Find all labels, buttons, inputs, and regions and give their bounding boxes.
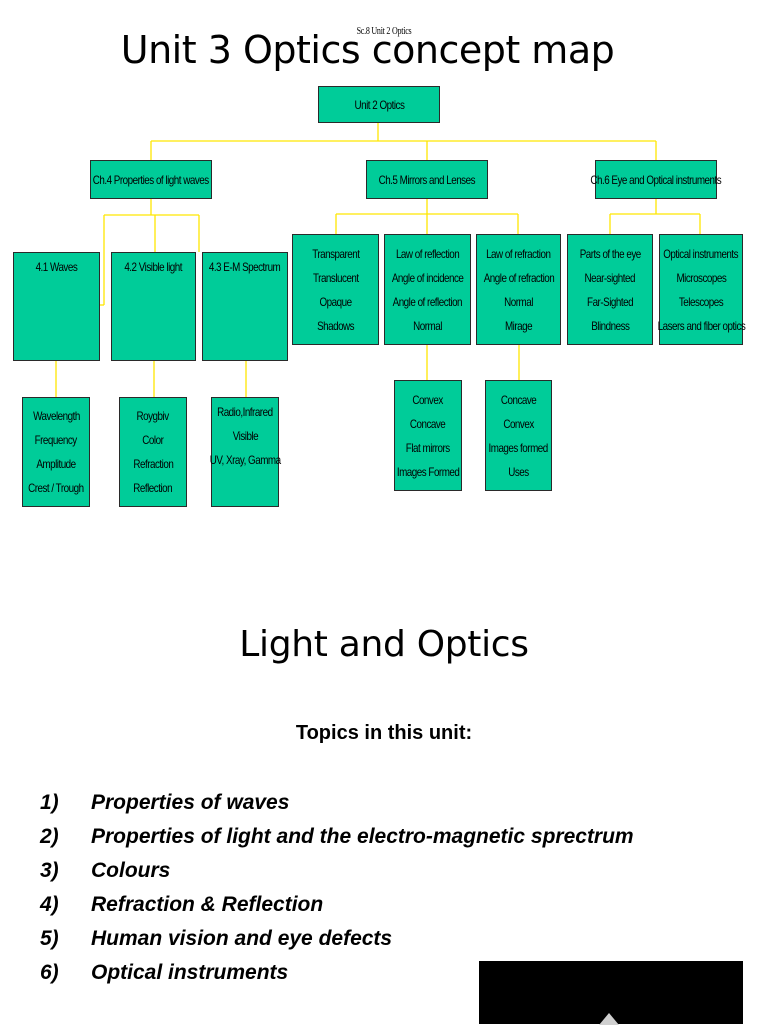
node-line: Images Formed bbox=[396, 464, 460, 479]
topics-heading: Topics in this unit: bbox=[295, 722, 473, 744]
node-line: Angle of reflection bbox=[392, 294, 463, 309]
node-line: Convex bbox=[503, 416, 534, 431]
node-ch5-mirrors-and-lenses: Ch.5 Mirrors and Lenses bbox=[366, 160, 488, 199]
node-line: Telescopes bbox=[678, 294, 724, 309]
node-line: Uses bbox=[508, 464, 529, 479]
topic-text: Optical instruments bbox=[91, 961, 289, 984]
node-line: Optical instruments bbox=[663, 246, 739, 261]
node-unit-optics: Unit 2 Optics bbox=[318, 86, 440, 123]
node-line: Transparent bbox=[311, 246, 360, 261]
node-line: Wavelength bbox=[32, 409, 80, 423]
node-line: Crest / Trough bbox=[28, 481, 84, 495]
node-line: Amplitude bbox=[36, 457, 76, 471]
topic-text: Properties of waves bbox=[91, 791, 290, 814]
node-line: Far-Sighted bbox=[586, 294, 634, 309]
node-line: Law of refraction bbox=[486, 246, 551, 261]
topic-item: 4) Refraction & Reflection bbox=[40, 890, 634, 924]
node-line: Concave bbox=[500, 392, 537, 407]
node-em-spectrum: 4.3 E-M Spectrum bbox=[202, 252, 288, 361]
topics-list: 1) Properties of waves 2) Properties of li… bbox=[40, 788, 634, 992]
topic-text: Colours bbox=[91, 859, 171, 882]
topic-number: 4) bbox=[40, 893, 59, 916]
topic-item: 1) Properties of waves bbox=[40, 788, 634, 822]
node-visible-light: 4.2 Visible light bbox=[111, 252, 196, 361]
node-line: Near-sighted bbox=[584, 270, 636, 285]
node-line: Mirage bbox=[504, 318, 533, 333]
topic-item: 6) Optical instruments bbox=[40, 958, 634, 992]
node-line: Visible bbox=[232, 429, 258, 443]
node-line: Flat mirrors bbox=[406, 440, 450, 455]
topic-number: 6) bbox=[40, 961, 59, 984]
slide-caption: Sc.8 Unit 2 Optics bbox=[356, 26, 412, 37]
node-line: Opaque bbox=[319, 294, 352, 309]
topic-text: Refraction & Reflection bbox=[91, 893, 324, 916]
node-waves: 4.1 Waves bbox=[13, 252, 100, 361]
node-line: Images formed bbox=[488, 440, 549, 455]
node-line: Ch.5 Mirrors and Lenses bbox=[378, 172, 476, 187]
node-line: Normal bbox=[504, 294, 533, 309]
topic-text: Human vision and eye defects bbox=[91, 927, 393, 950]
section-title: Light and Optics bbox=[239, 624, 529, 665]
node-line: UV, Xray, Gamma bbox=[209, 453, 281, 467]
node-line: 4.1 Waves bbox=[35, 260, 78, 274]
node-line: Ch.6 Eye and Optical instruments bbox=[590, 172, 722, 187]
node-ch4-properties-of-light-waves: Ch.4 Properties of light waves bbox=[90, 160, 212, 199]
node-line: Convex bbox=[412, 392, 444, 407]
node-line: Microscopes bbox=[676, 270, 726, 285]
node-line: Angle of incidence bbox=[391, 270, 464, 285]
node-line: Radio,Infrared bbox=[217, 405, 273, 419]
concept-map-connectors bbox=[55, 123, 701, 397]
topic-number: 5) bbox=[40, 927, 59, 950]
node-line: Blindness bbox=[590, 318, 630, 333]
topic-number: 2) bbox=[40, 825, 59, 848]
topic-item: 3) Colours bbox=[40, 856, 634, 890]
node-line: Shadows bbox=[316, 318, 355, 333]
node-line: Translucent bbox=[312, 270, 359, 285]
node-line: Angle of refraction bbox=[483, 270, 554, 285]
node-line: Unit 2 Optics bbox=[354, 97, 404, 112]
topic-number: 3) bbox=[40, 859, 59, 882]
topic-number: 1) bbox=[40, 791, 59, 814]
node-line: Normal bbox=[413, 318, 442, 333]
topic-item: 2) Properties of light and the electro-ma… bbox=[40, 822, 634, 856]
node-line: Law of reflection bbox=[395, 246, 460, 261]
node-line: Parts of the eye bbox=[579, 246, 641, 261]
video-player[interactable] bbox=[479, 961, 743, 1025]
node-ch6-eye-and-optical-instruments: Ch.6 Eye and Optical instruments bbox=[591, 160, 722, 199]
node-line: Lasers and fiber optics bbox=[657, 318, 745, 333]
node-line: Frequency bbox=[34, 433, 78, 447]
concept-map-title: Unit 3 Optics concept map bbox=[120, 28, 615, 72]
node-line: Ch.4 Properties of light waves bbox=[93, 172, 209, 187]
node-line: Concave bbox=[410, 416, 446, 431]
node-line: Reflection bbox=[133, 481, 173, 495]
node-line: Color bbox=[142, 433, 164, 447]
node-line: Refraction bbox=[133, 457, 173, 471]
topic-item: 5) Human vision and eye defects bbox=[40, 924, 634, 958]
topic-text: Properties of light and the electro-magn… bbox=[91, 825, 634, 848]
node-line: 4.3 E-M Spectrum bbox=[209, 260, 281, 274]
node-line: Roygbiv bbox=[136, 409, 170, 423]
play-icon[interactable] bbox=[599, 1013, 619, 1025]
node-line: 4.2 Visible light bbox=[124, 260, 183, 274]
